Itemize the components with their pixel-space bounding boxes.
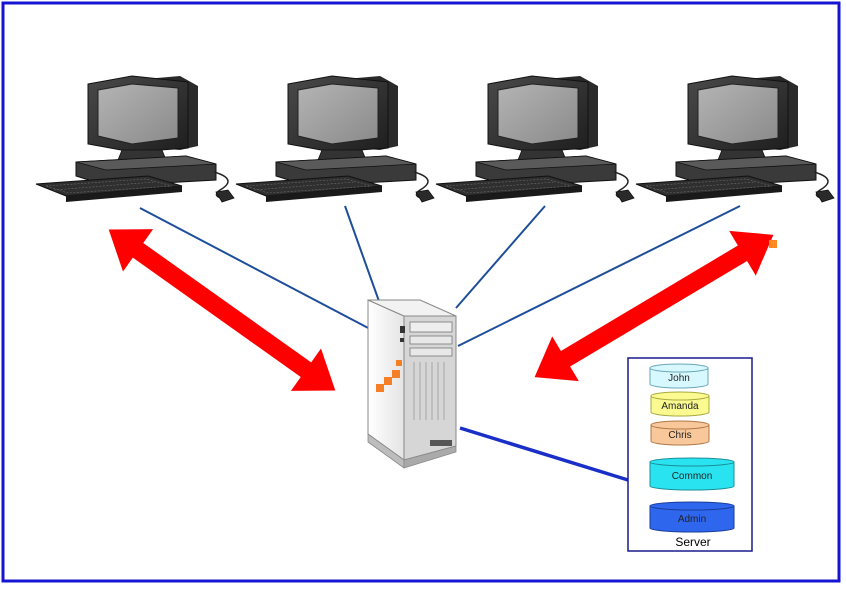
store-label: Common xyxy=(672,471,713,482)
link-workstation-4 xyxy=(457,205,741,347)
arrow-marker xyxy=(769,240,777,248)
server-tower xyxy=(367,299,457,469)
server-caption: Server xyxy=(675,535,710,549)
store-label: John xyxy=(668,373,690,384)
server-logo-icon xyxy=(376,360,402,392)
cylinder-body xyxy=(650,395,710,417)
cylinder-body xyxy=(649,505,735,533)
link-workstation-3 xyxy=(455,205,546,309)
cylinder-top xyxy=(649,363,709,373)
store-admin: Admin xyxy=(649,501,735,533)
store-amanda: Amanda xyxy=(650,391,710,417)
cylinder-body xyxy=(650,424,710,446)
link-workstation-1 xyxy=(139,207,373,331)
cylinder-body xyxy=(649,367,709,389)
network-lines xyxy=(139,205,741,347)
store-common: Common xyxy=(649,457,735,491)
cylinder-body xyxy=(649,461,735,491)
store-john: John xyxy=(649,363,709,389)
server-storage-link xyxy=(459,426,629,482)
store-label: Admin xyxy=(678,514,706,525)
cylinder-top xyxy=(650,420,710,430)
store-chris: Chris xyxy=(650,420,710,446)
cylinder-top xyxy=(650,391,710,401)
cylinder-top xyxy=(649,501,735,511)
store-label: Chris xyxy=(668,430,691,441)
cylinder-top xyxy=(649,457,735,467)
link-workstation-2 xyxy=(344,205,381,305)
store-label: Amanda xyxy=(661,401,699,412)
